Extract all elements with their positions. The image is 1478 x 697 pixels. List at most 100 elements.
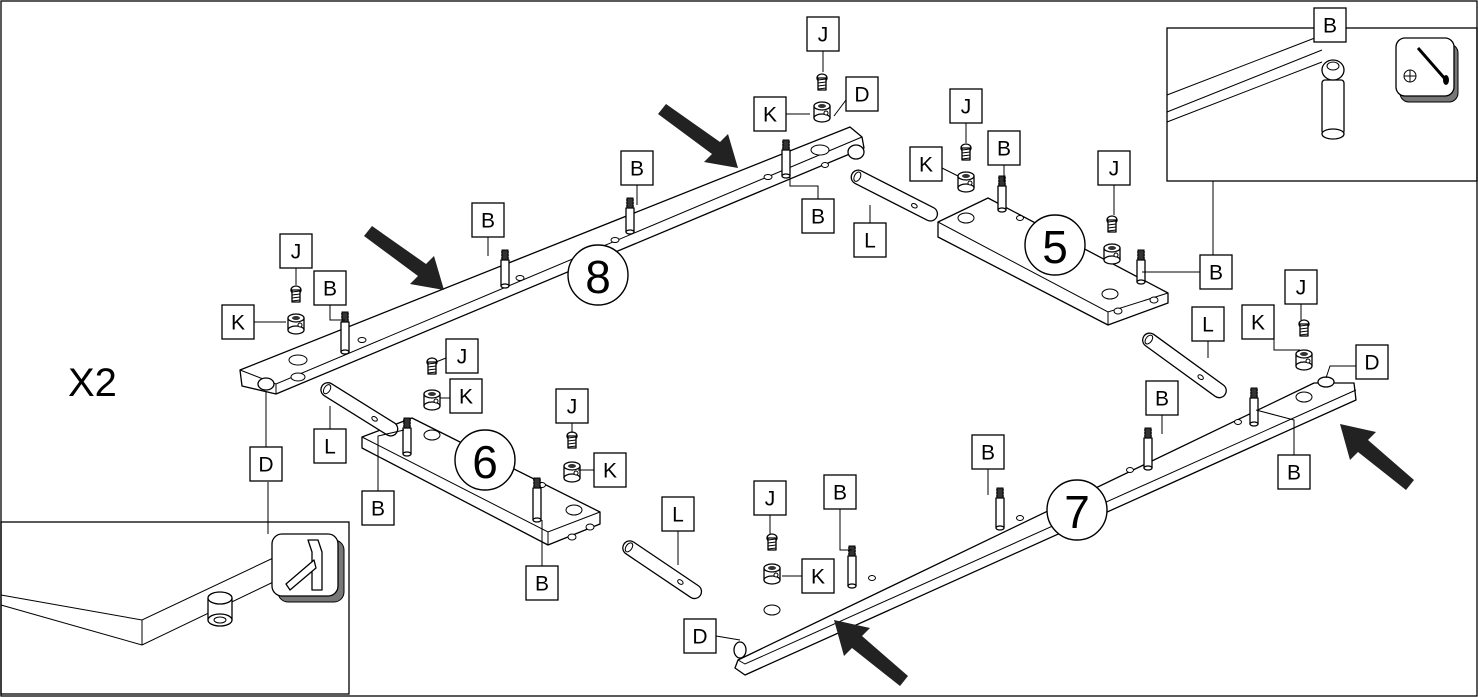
part-label-j: J <box>1284 269 1318 305</box>
part-label-text: K <box>459 386 473 409</box>
arrow-icon <box>1340 424 1414 490</box>
part-label-text: K <box>811 566 825 589</box>
screw-j <box>1106 215 1118 233</box>
step-number-8: 8 <box>567 244 629 306</box>
leader-line <box>1255 409 1295 455</box>
part-label-d: D <box>845 76 879 112</box>
part-label-text: L <box>672 504 684 527</box>
part-label-j: J <box>279 233 313 269</box>
bolt-b <box>1143 427 1153 471</box>
leader-line <box>377 429 405 491</box>
bolt-b <box>500 249 510 289</box>
rail-step-7 <box>733 376 1357 676</box>
part-label-d: D <box>683 618 717 654</box>
nut-k <box>287 313 305 335</box>
screwdriver-icon <box>271 533 345 603</box>
screw-j <box>960 143 972 161</box>
screw-j <box>290 285 302 303</box>
bolt-b <box>1136 249 1146 285</box>
hardware-layer <box>287 73 1313 589</box>
part-label-text: J <box>457 346 468 369</box>
part-label-text: J <box>961 96 972 119</box>
bolt-b <box>402 417 412 457</box>
leader-line <box>435 357 447 363</box>
part-label-b: B <box>971 434 1005 470</box>
part-label-b: B <box>1313 7 1347 43</box>
bolt-b <box>781 139 791 179</box>
nut-k <box>1295 349 1313 371</box>
part-label-text: K <box>231 312 245 335</box>
screw-j <box>566 431 578 449</box>
part-label-b: B <box>313 270 347 306</box>
step-number-6: 6 <box>454 429 516 491</box>
screw-j <box>426 357 438 375</box>
part-label-text: J <box>291 241 302 264</box>
part-label-b: B <box>620 150 654 186</box>
step-number-7: 7 <box>1046 479 1108 541</box>
leader-line <box>833 99 847 117</box>
detail-inset-dowel <box>0 482 350 695</box>
part-label-text: B <box>1287 462 1301 485</box>
part-label-j: J <box>445 338 479 374</box>
leader-line <box>941 167 959 177</box>
direction-arrows <box>364 104 1414 686</box>
part-label-k: K <box>449 378 483 414</box>
part-label-b: B <box>361 490 395 526</box>
part-label-text: B <box>997 138 1011 161</box>
part-label-text: K <box>1251 312 1265 335</box>
part-label-l: L <box>853 222 887 258</box>
leader-line <box>715 635 741 641</box>
part-label-text: J <box>567 396 578 419</box>
part-label-b: B <box>987 130 1021 166</box>
screw-j <box>766 533 778 551</box>
rail-step-8 <box>239 126 865 395</box>
part-label-j: J <box>806 16 840 52</box>
bolt-b <box>847 545 857 589</box>
part-label-text: B <box>1155 388 1169 411</box>
bolt-b <box>1249 387 1259 427</box>
part-label-j: J <box>1097 150 1131 186</box>
nut-k <box>763 563 781 585</box>
step-number-text: 5 <box>1042 221 1068 273</box>
part-label-d: D <box>249 446 283 482</box>
detail-inset-bolt <box>1166 27 1478 258</box>
part-label-text: D <box>258 454 273 477</box>
leader-line <box>1273 322 1300 351</box>
leader-line <box>789 175 819 199</box>
dowel-rods-l <box>320 169 1227 600</box>
part-label-text: D <box>1364 352 1379 375</box>
part-label-text: J <box>1296 277 1307 300</box>
part-label-l: L <box>313 428 347 464</box>
bolt-b <box>532 477 542 523</box>
part-label-text: L <box>324 436 336 459</box>
bolt-b <box>625 197 635 235</box>
part-label-text: B <box>630 158 644 181</box>
part-label-b: B <box>471 202 505 238</box>
part-label-text: B <box>481 210 495 233</box>
part-label-b: B <box>525 565 559 601</box>
part-label-j: J <box>949 88 983 124</box>
arrow-icon <box>658 104 738 168</box>
part-label-text: J <box>818 24 829 47</box>
part-label-k: K <box>593 452 627 488</box>
part-label-j: J <box>555 388 589 424</box>
step-number-text: 6 <box>472 436 498 488</box>
part-label-b: B <box>823 474 857 510</box>
part-label-k: K <box>753 96 787 132</box>
arrow-icon <box>364 226 444 290</box>
nut-k <box>563 461 581 483</box>
quantity-label: X2 <box>68 361 117 405</box>
part-label-text: D <box>692 626 707 649</box>
step-numbers: 8 5 6 7 <box>454 214 1108 541</box>
part-label-k: K <box>1241 304 1275 340</box>
part-label-b: B <box>1199 254 1233 290</box>
bolt-b <box>995 487 1005 531</box>
allen-key-icon <box>1395 37 1459 103</box>
part-label-text: J <box>1109 158 1120 181</box>
part-label-b: B <box>1145 380 1179 416</box>
leader-line <box>1325 365 1356 379</box>
part-label-b: B <box>1277 454 1311 490</box>
